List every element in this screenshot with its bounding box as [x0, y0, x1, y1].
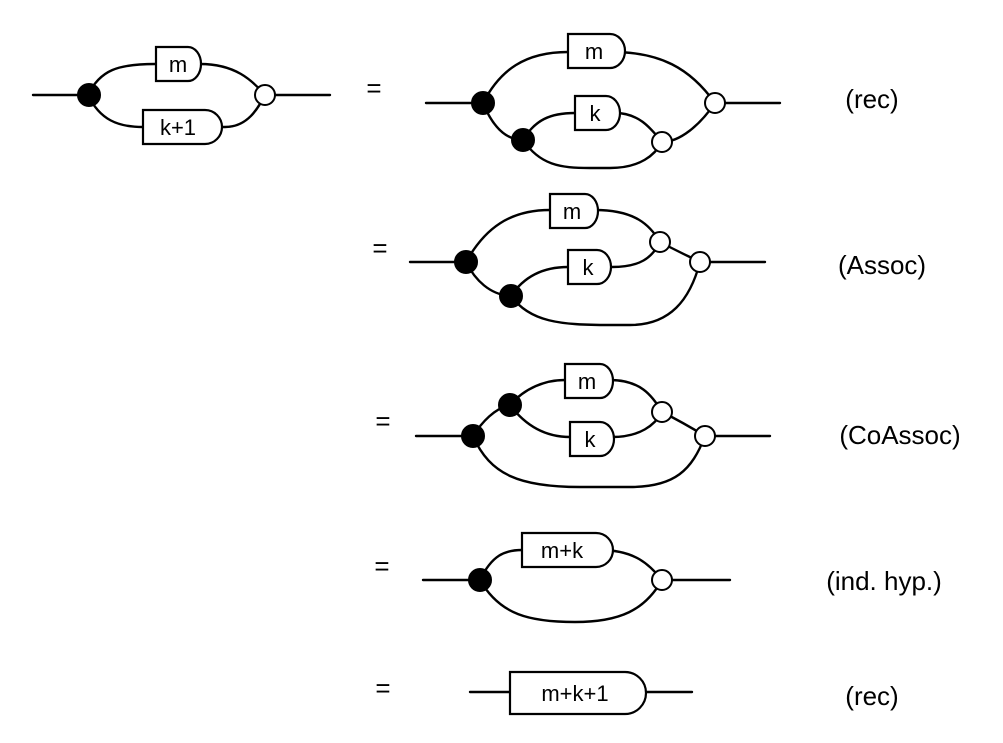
step-1-outer-merge-node [704, 92, 726, 114]
step-2-inner-copy-node [499, 284, 523, 308]
lhs-diagram: m k+1 [31, 45, 332, 146]
step-3-outer-merge-node [694, 425, 716, 447]
step-1-box-k-label: k [590, 101, 602, 126]
equals-sign-3: = [375, 406, 390, 436]
step-3-bypass-branch [471, 434, 707, 489]
step-5-rule: (rec) [845, 681, 898, 711]
step-4-copy-node [468, 568, 492, 592]
step-5-diagram: m+k+1 [468, 670, 694, 716]
step-1-bypass-branch [521, 138, 664, 170]
lhs-copy-node [77, 83, 101, 107]
step-1-box-m [566, 32, 627, 70]
step-1-box-k [573, 94, 622, 132]
step-2-rule: (Assoc) [838, 250, 926, 280]
step-4-rule: (ind. hyp.) [826, 566, 942, 596]
step-2-bypass-branch [509, 260, 702, 327]
step-3-box-m [563, 362, 615, 400]
step-3-box-k [568, 420, 616, 458]
equals-sign-5: = [375, 673, 390, 703]
step-1-outer-copy-node [471, 91, 495, 115]
step-1-diagram: m k [424, 32, 782, 170]
step-3-outer-copy-node [461, 424, 485, 448]
step-2-box-m-label: m [563, 199, 581, 224]
equals-sign-1: = [366, 73, 381, 103]
step-2-box-k-label: k [583, 255, 595, 280]
step-3-box-m-label: m [578, 369, 596, 394]
equals-sign-2: = [372, 233, 387, 263]
step-2-box-m [548, 192, 600, 230]
step-2-outer-merge-node [689, 251, 711, 273]
step-2-box-k [566, 248, 613, 286]
step-4-box-mk [520, 531, 615, 569]
step-2-outer-copy-node [454, 250, 478, 274]
step-3-diagram: m k [414, 362, 772, 489]
lhs-merge-node [254, 84, 276, 106]
equals-sign-4: = [374, 551, 389, 581]
lhs-top-box-label: m [169, 52, 187, 77]
lhs-top-box [154, 45, 203, 83]
lhs-bottom-box [141, 108, 224, 146]
step-3-inner-copy-node [498, 393, 522, 417]
step-4-merge-node [651, 569, 673, 591]
lhs-bottom-box-label: k+1 [160, 115, 196, 140]
step-3-box-k-label: k [585, 427, 597, 452]
step-1-inner-copy-node [511, 128, 535, 152]
step-3-rule: (CoAssoc) [839, 420, 960, 450]
step-1-inner-merge-node [651, 131, 673, 153]
step-4-box-mk-label: m+k [541, 538, 584, 563]
step-2-diagram: m k [408, 192, 767, 327]
step-2-inner-merge-node [649, 231, 671, 253]
step-4-bottom-branch [478, 578, 664, 624]
step-5-box-mk1 [508, 670, 648, 716]
step-4-diagram: m+k [421, 531, 732, 624]
step-1-rule: (rec) [845, 84, 898, 114]
step-5-box-mk1-label: m+k+1 [541, 681, 608, 706]
step-1-box-m-label: m [585, 39, 603, 64]
step-3-inner-merge-node [651, 401, 673, 423]
